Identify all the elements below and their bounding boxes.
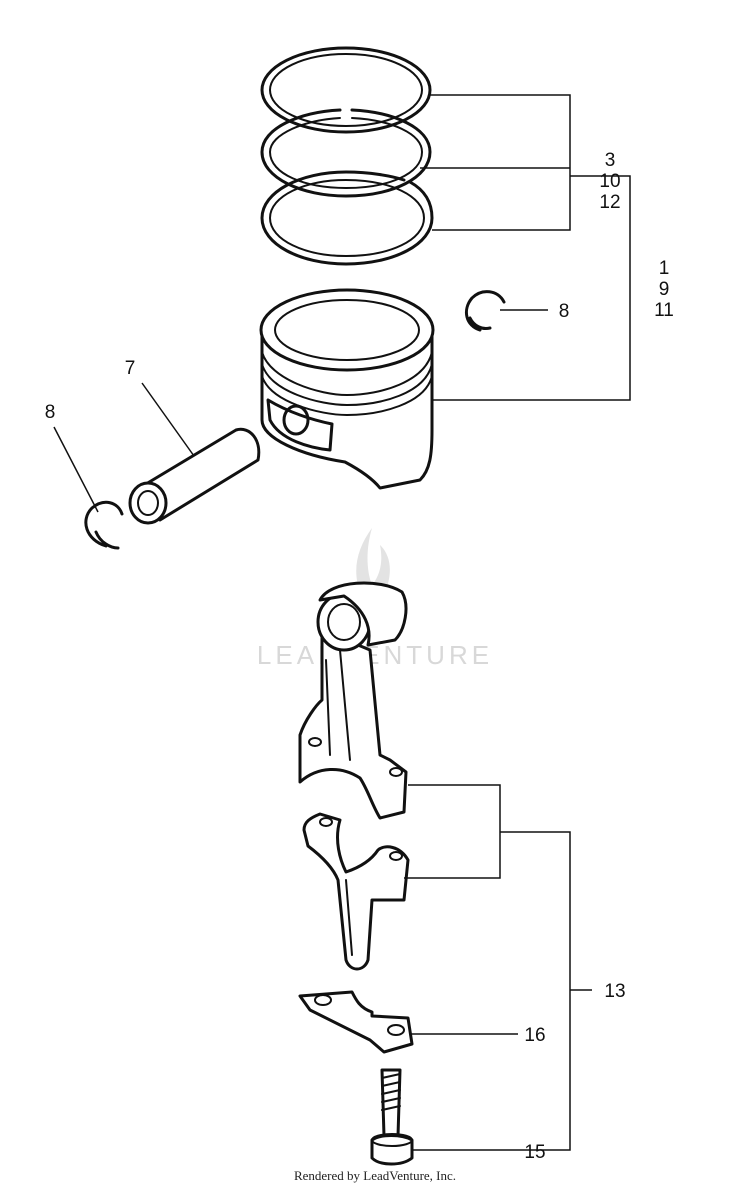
callout-piston-pin: 7 (125, 358, 136, 379)
callouts: 3 10 12 1 9 11 8 7 8 13 16 15 (45, 150, 674, 1163)
callout-rod-bolt: 15 (524, 1142, 545, 1163)
snap-ring-left (84, 500, 124, 550)
callout-piston-2: 9 (659, 279, 670, 300)
callout-piston-1: 1 (659, 258, 670, 279)
piston (259, 288, 435, 490)
rod-bolt (370, 1068, 414, 1166)
callout-rings-3: 12 (599, 192, 620, 213)
callout-snap-ring-left: 8 (45, 402, 56, 423)
lock-plate (298, 990, 414, 1054)
piston-ring-top (260, 46, 432, 134)
callout-connecting-rod: 13 (604, 981, 625, 1002)
piston-ring-middle (260, 108, 432, 198)
callout-rings-2: 10 (599, 171, 620, 192)
connecting-rod-cap (302, 812, 410, 971)
leader-lines (53, 94, 631, 1151)
connecting-rod (298, 581, 408, 820)
callout-piston-3: 11 (654, 300, 674, 321)
piston-rings (260, 46, 434, 266)
callout-snap-ring-right: 8 (559, 301, 570, 322)
callout-rings-1: 3 (605, 150, 616, 171)
footer-credit: Rendered by LeadVenture, Inc. (293, 1168, 457, 1183)
snap-ring-right (464, 290, 506, 332)
piston-pin (128, 427, 261, 525)
piston-ring-bottom (260, 170, 434, 266)
callout-lock-plate: 16 (524, 1025, 545, 1046)
